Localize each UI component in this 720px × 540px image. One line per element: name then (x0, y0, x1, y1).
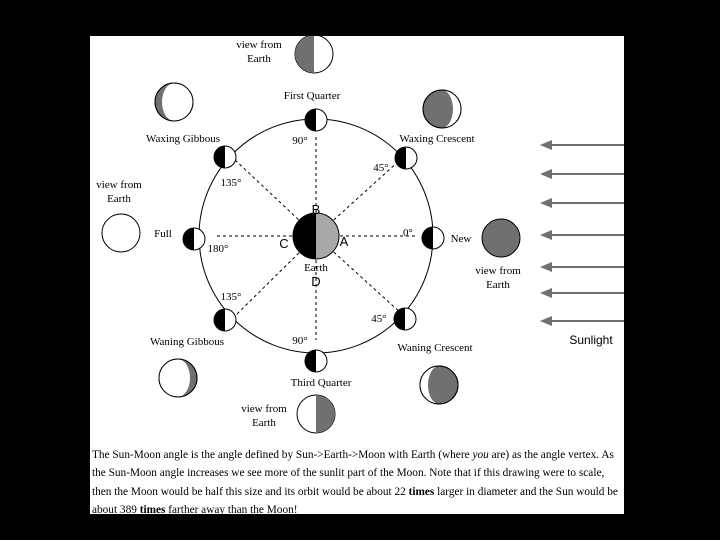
view-moon-third-quarter (297, 395, 335, 433)
earth (293, 213, 339, 259)
label-view-from-earth-right-1: view from (475, 265, 521, 277)
angle-90-top: 90° (292, 135, 307, 147)
label-new: New (451, 233, 472, 245)
label-waning-crescent: Waning Crescent (397, 342, 472, 354)
caption: The Sun-Moon angle is the angle defined … (92, 446, 624, 519)
point-b: B (312, 202, 321, 217)
angle-90-bottom: 90° (292, 335, 307, 347)
orbit-moon-full (183, 228, 205, 250)
orbit-moon-first-quarter (305, 109, 327, 131)
label-waning-gibbous: Waning Gibbous (150, 336, 224, 348)
moon-phases-diagram: view from Earth First Quarter Waxing Gib… (90, 36, 624, 514)
label-view-from-earth-left-2: Earth (107, 193, 131, 205)
label-waxing-gibbous: Waxing Gibbous (146, 133, 220, 145)
angle-45-top: 45° (373, 162, 388, 174)
caption-times-1: times (409, 486, 435, 498)
label-earth: Earth (304, 262, 328, 274)
orbit-moon-waning-crescent (394, 308, 416, 330)
caption-you: you (472, 449, 488, 461)
angle-135-top: 135° (221, 177, 242, 189)
angle-135-bottom: 135° (221, 291, 242, 303)
view-moon-new (482, 219, 520, 257)
label-waxing-crescent: Waxing Crescent (399, 133, 474, 145)
label-full: Full (154, 228, 172, 240)
orbit-moon-new (422, 227, 444, 249)
view-moon-waning-gibbous (159, 359, 197, 397)
point-a: A (340, 234, 349, 249)
view-moon-waning-crescent (420, 366, 458, 404)
label-third-quarter: Third Quarter (291, 377, 352, 389)
point-c: C (279, 236, 288, 251)
orbit-moon-waning-gibbous (214, 309, 236, 331)
caption-part-1: The Sun-Moon angle is the angle defined … (92, 449, 472, 461)
angle-0: 0° (403, 227, 413, 239)
caption-part-4: farther away than the Moon! (165, 504, 297, 516)
view-moon-first-quarter (295, 36, 333, 73)
caption-times-2: times (140, 504, 166, 516)
label-view-from-earth-top-1: view from (236, 39, 282, 51)
label-view-from-earth-right-2: Earth (486, 279, 510, 291)
orbit-moon-waxing-gibbous (214, 146, 236, 168)
label-view-from-earth-left-1: view from (96, 179, 142, 191)
view-moon-waxing-gibbous (155, 83, 193, 121)
diagram-canvas: view from Earth First Quarter Waxing Gib… (90, 36, 624, 514)
label-sunlight: Sunlight (569, 333, 613, 347)
label-first-quarter: First Quarter (284, 90, 341, 102)
angle-180: 180° (208, 243, 229, 255)
orbit-moon-third-quarter (305, 350, 327, 372)
label-view-from-earth-bottom-1: view from (241, 403, 287, 415)
label-view-from-earth-top-2: Earth (247, 53, 271, 65)
view-moon-waxing-crescent (423, 90, 461, 128)
point-d: D (311, 274, 320, 289)
view-moon-full (102, 214, 140, 252)
orbit-moon-waxing-crescent (395, 147, 417, 169)
sunlight-arrows (540, 140, 624, 326)
angle-45-bottom: 45° (371, 313, 386, 325)
label-view-from-earth-bottom-2: Earth (252, 417, 276, 429)
